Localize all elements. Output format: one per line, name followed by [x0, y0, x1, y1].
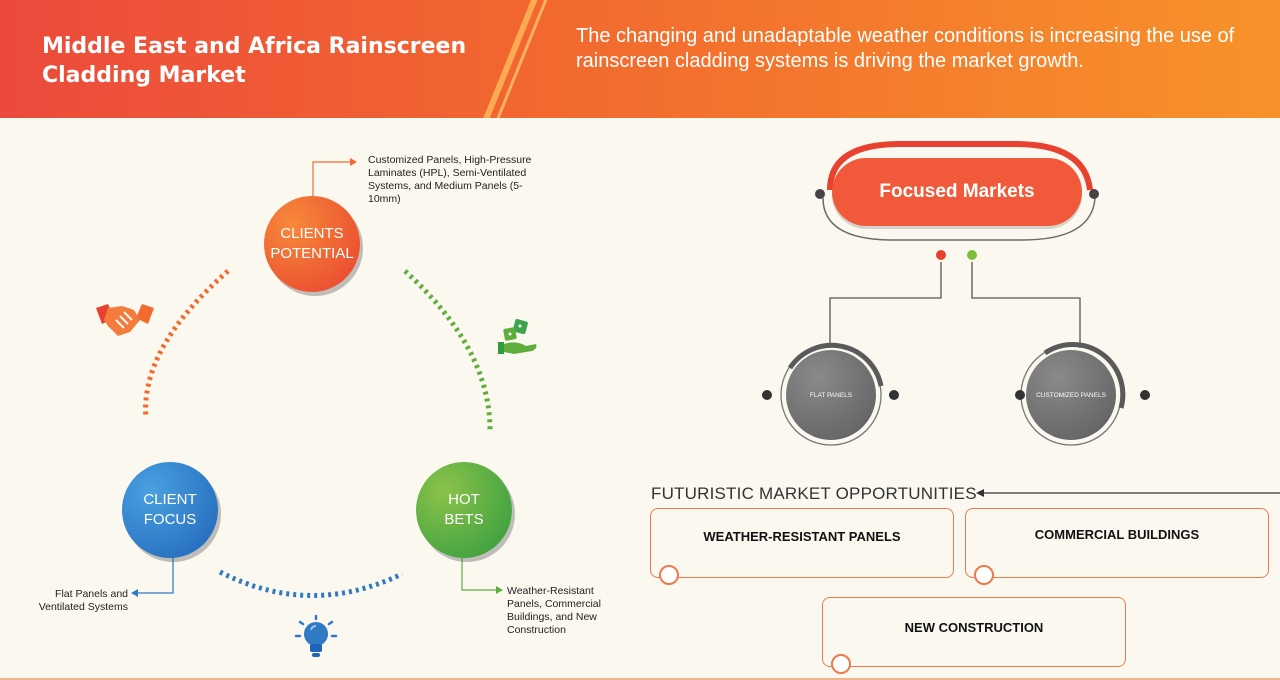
- pill-outline-top: [827, 141, 1093, 191]
- opportunity-dot: [831, 654, 851, 674]
- stem-to-flat: [829, 262, 942, 348]
- opportunity-dot: [659, 565, 679, 585]
- clients-potential-line2: POTENTIAL: [270, 245, 354, 262]
- lightbulb-icon: [294, 614, 338, 657]
- pill-outline-bottom: [822, 197, 1096, 241]
- connector-clients-potential: [312, 161, 350, 198]
- focused-markets-pill: Focused Markets: [832, 158, 1082, 226]
- client-focus-circle: CLIENT FOCUS: [122, 462, 218, 558]
- header-description: The changing and unadaptable weather con…: [576, 25, 1235, 72]
- clients-potential-note: Customized Panels, High-Pressure Laminat…: [368, 154, 532, 205]
- flat-panels-circle: FLAT PANELS: [786, 350, 876, 440]
- connector-client-focus: [138, 550, 174, 594]
- hot-bets-line2: BETS: [444, 511, 484, 528]
- header-banner: Middle East and Africa Rainscreen Claddi…: [0, 0, 1280, 118]
- connector-hot-bets: [461, 558, 496, 591]
- opportunity-dot: [974, 565, 994, 585]
- arc-bottom-blue: [218, 569, 404, 598]
- hot-bets-line1: HOT: [448, 491, 480, 508]
- ring-custom-accent: [1043, 342, 1126, 409]
- stem-red-dot: [934, 248, 948, 262]
- opportunity-label: WEATHER-RESISTANT PANELS: [703, 528, 901, 544]
- client-focus-line1: CLIENT: [143, 491, 197, 508]
- hot-bets-note: Weather-Resistant Panels, Commercial Bui…: [507, 585, 601, 636]
- hot-bets-circle: HOT BETS: [416, 462, 512, 558]
- dice-hand-icon: [498, 319, 537, 354]
- stem-to-custom: [971, 262, 1081, 348]
- opportunity-card: WEATHER-RESISTANT PANELS: [650, 508, 954, 585]
- stem-green-dot: [965, 248, 979, 262]
- pill-left-dot: [815, 189, 825, 199]
- ring-flat-right-dot: [889, 390, 899, 400]
- customized-panels-circle: CUSTOMIZED PANELS: [1026, 350, 1116, 440]
- bottom-rule: [0, 678, 1280, 680]
- handshake-icon: [96, 304, 154, 336]
- ring-flat-accent: [787, 342, 884, 387]
- opportunity-card: COMMERCIAL BUILDINGS: [965, 508, 1269, 585]
- ring-custom-right-dot: [1140, 390, 1150, 400]
- opportunities-title: FUTURISTIC MARKET OPPORTUNITIES: [651, 484, 977, 503]
- opportunity-card: NEW CONSTRUCTION: [822, 597, 1126, 674]
- clients-potential-circle: CLIENTS POTENTIAL: [264, 196, 360, 292]
- opportunity-label: COMMERCIAL BUILDINGS: [1034, 526, 1200, 542]
- arc-left-orange: [143, 269, 230, 419]
- opportunity-label: NEW CONSTRUCTION: [904, 619, 1044, 635]
- arc-right-green: [403, 269, 493, 431]
- clients-potential-line1: CLIENTS: [280, 225, 344, 242]
- client-focus-note: Flat Panels and Ventilated Systems: [38, 588, 128, 613]
- ring-flat-left-dot: [762, 390, 772, 400]
- client-focus-line2: FOCUS: [143, 511, 197, 528]
- ring-custom-left-dot: [1015, 390, 1025, 400]
- pill-right-dot: [1089, 189, 1099, 199]
- page-title: Middle East and Africa Rainscreen Claddi…: [42, 34, 467, 88]
- diagram-connectors: [131, 141, 1280, 598]
